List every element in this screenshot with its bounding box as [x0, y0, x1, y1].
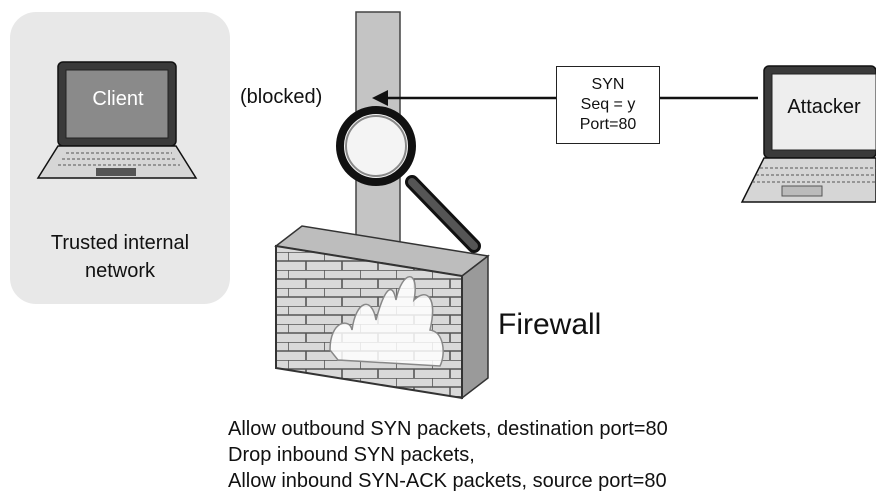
attacker-label: Attacker — [787, 96, 861, 118]
client-laptop-icon — [36, 61, 198, 179]
packet-type-label: SYN — [591, 76, 625, 93]
rule-drop-inbound-syn: Drop inbound SYN packets, — [228, 444, 475, 466]
syn-packet-box: SYN Seq = y Port=80 — [556, 66, 660, 144]
zone-label-line1: Trusted internal — [50, 232, 190, 254]
packet-seq-label: Seq = y — [580, 96, 636, 113]
rule-outbound-syn: Allow outbound SYN packets, destination … — [228, 418, 668, 440]
firewall-wall — [274, 225, 490, 400]
firewall-rules: Allow outbound SYN packets, destination … — [228, 416, 668, 494]
rule-inbound-synack: Allow inbound SYN-ACK packets, source po… — [228, 470, 667, 492]
firewall-label: Firewall — [498, 308, 602, 341]
arrow-head-icon — [372, 90, 388, 106]
blocked-label: (blocked) — [240, 86, 323, 108]
flame-graffiti-icon — [329, 276, 444, 367]
client-label: Client — [92, 88, 144, 110]
trusted-network-label: Trusted internal network — [10, 229, 230, 285]
zone-label-line2: network — [84, 260, 156, 282]
packet-port-label: Port=80 — [579, 116, 637, 133]
magnifier-icon — [336, 106, 481, 253]
attacker-laptop-icon — [740, 65, 876, 203]
